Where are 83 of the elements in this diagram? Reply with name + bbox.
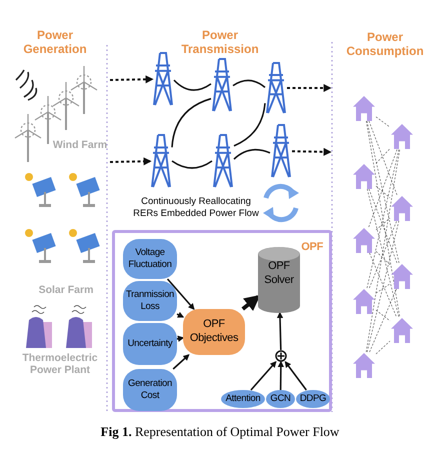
- arrow: [242, 294, 260, 312]
- house-icon: [352, 95, 376, 121]
- network-line: [376, 310, 390, 322]
- objective-box: [123, 281, 177, 321]
- network-line: [376, 116, 390, 128]
- node-label: OPF Objectives: [188, 318, 240, 346]
- drawing-caption: Wind Farm: [52, 139, 108, 151]
- network-line: [366, 148, 400, 288]
- network-line: [368, 120, 398, 196]
- panel-title: OPF: [301, 241, 323, 255]
- network-line: [376, 251, 390, 265]
- network-line: [366, 220, 400, 352]
- house-icon: [390, 317, 414, 343]
- power-line: [234, 103, 266, 147]
- network-line: [369, 252, 397, 318]
- arrow: [176, 312, 184, 318]
- drawing-caption: Thermoelectric Power Plant: [21, 352, 99, 376]
- node-label: Attention: [226, 393, 260, 405]
- network-line: [368, 148, 398, 228]
- arrow: [276, 312, 284, 350]
- transmission-tower-icon: [212, 134, 234, 188]
- objective-box: [123, 239, 177, 279]
- house-icon: [352, 163, 376, 189]
- arrow: [250, 361, 277, 391]
- house-icon: [390, 123, 414, 149]
- network-line: [376, 148, 390, 164]
- transmission-tower-icon: [152, 52, 174, 106]
- section-heading: Power Consumption: [345, 30, 425, 58]
- power-line: [172, 160, 212, 169]
- network-line: [368, 188, 398, 264]
- objective-box: [123, 323, 177, 365]
- model-ellipse: [296, 390, 330, 408]
- arrow: [176, 336, 184, 342]
- house-icon: [352, 352, 376, 378]
- transmission-tower-icon: [150, 134, 172, 188]
- network-line: [369, 220, 397, 288]
- sum-circle: [275, 350, 287, 362]
- house-icon: [352, 227, 376, 253]
- network-line: [366, 120, 400, 318]
- node-label: OPF Solver: [263, 260, 295, 288]
- transmission-tower-icon: [211, 58, 233, 112]
- arrow: [110, 157, 152, 166]
- transmission-tower-icon: [265, 62, 287, 114]
- arrow: [292, 148, 332, 156]
- network-line: [376, 186, 390, 198]
- opf-panel: [112, 230, 332, 412]
- network-line: [376, 218, 390, 230]
- network-line: [369, 288, 397, 352]
- network-line: [366, 148, 400, 352]
- node-label: GCN: [270, 393, 291, 405]
- power-line: [232, 80, 266, 88]
- house-icon: [390, 195, 414, 221]
- flow-caption: Continuously Reallocating RERs Embedded Power Flow: [132, 196, 260, 220]
- node-label: Uncertainty: [128, 338, 172, 350]
- arrow: [284, 360, 307, 390]
- node-label: Generation Cost: [126, 378, 173, 402]
- model-ellipse: [266, 390, 295, 408]
- power-line: [173, 80, 212, 91]
- section-heading: Power Generation: [22, 28, 88, 56]
- objective-box: [123, 369, 177, 411]
- house-icon: [352, 288, 376, 314]
- transmission-tower-icon: [270, 124, 292, 178]
- arrow: [110, 75, 154, 84]
- solver-cylinder: [258, 247, 300, 313]
- network-line: [376, 340, 390, 354]
- arrow: [166, 278, 195, 310]
- section-heading: Power Transmission: [180, 28, 260, 56]
- power-line: [171, 98, 212, 148]
- node-label: Tranmission Loss: [124, 289, 176, 313]
- arrow: [287, 84, 332, 92]
- arrow: [172, 354, 190, 370]
- arrow: [278, 360, 284, 390]
- objectives-box: [183, 309, 245, 355]
- figure-caption: Fig 1. Representation of Optimal Power Flow: [100, 424, 340, 440]
- model-ellipse: [221, 390, 265, 408]
- node-label: Voltage Fluctuation: [127, 247, 173, 271]
- drawing-caption: Solar Farm: [38, 284, 94, 296]
- power-line: [233, 148, 270, 160]
- house-icon: [390, 263, 414, 289]
- network-line: [366, 188, 400, 318]
- network-line: [376, 284, 390, 294]
- node-label: DDPG: [300, 393, 326, 405]
- network-line: [366, 120, 400, 264]
